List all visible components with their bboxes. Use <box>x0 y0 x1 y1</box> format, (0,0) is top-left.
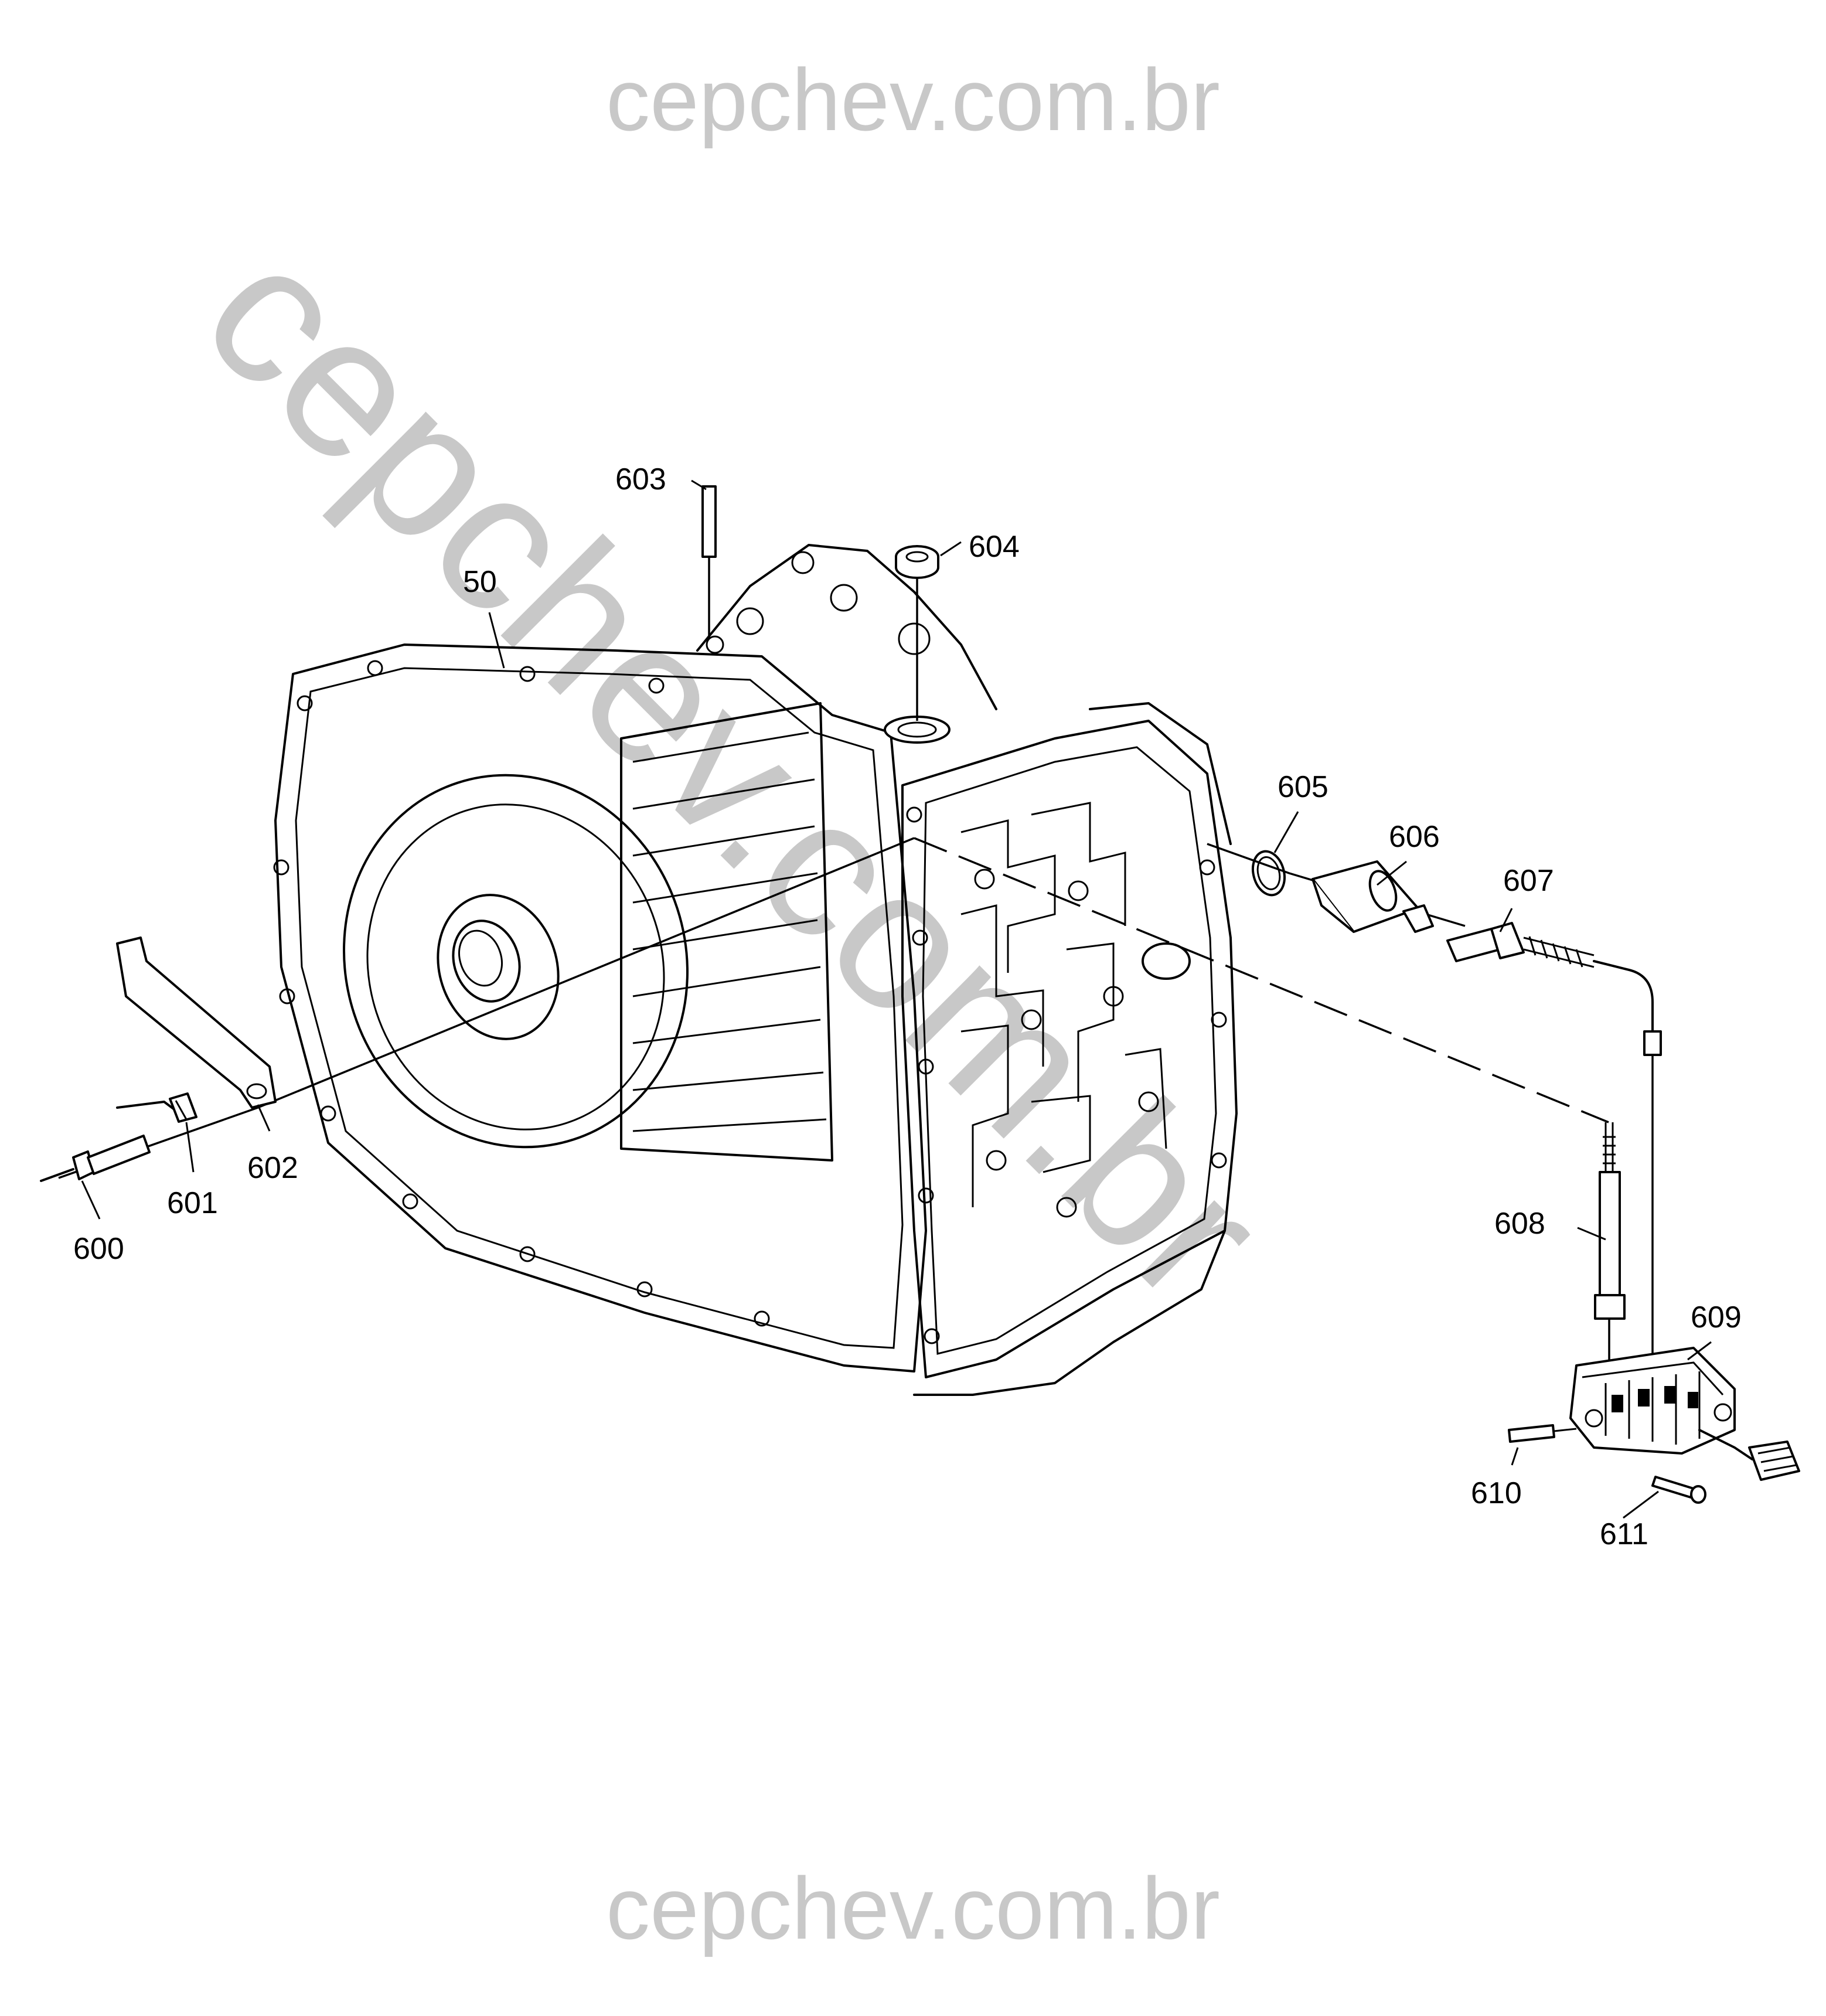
callout-603: 603 <box>615 462 666 496</box>
leader-lines <box>81 479 1712 1519</box>
part-610-pin <box>1508 1424 1577 1443</box>
callout-labels: 50 600 601 602 603 604 605 606 607 608 6… <box>73 462 1742 1551</box>
transmission-case <box>273 544 1238 1396</box>
part-609-control-module <box>1569 1347 1800 1481</box>
part-602-lever <box>116 937 277 1109</box>
callout-607: 607 <box>1503 864 1554 898</box>
callout-606: 606 <box>1389 820 1440 854</box>
watermark-diagonal: cepchev.com.br <box>162 201 1304 1343</box>
case-ribs <box>620 702 833 1162</box>
part-605-o-ring <box>1252 850 1286 897</box>
watermark-bottom: cepchev.com.br <box>606 1859 1220 1957</box>
part-601-spring-nut <box>116 1092 197 1123</box>
callout-601: 601 <box>167 1186 218 1220</box>
callout-610: 610 <box>1471 1476 1522 1510</box>
part-607-cable <box>1446 922 1662 1056</box>
callout-602: 602 <box>247 1151 298 1185</box>
callout-604: 604 <box>969 530 1020 564</box>
part-611-bolt <box>1651 1476 1706 1504</box>
watermark-top: cepchev.com.br <box>606 50 1220 149</box>
callout-50: 50 <box>463 565 497 599</box>
callout-608: 608 <box>1494 1207 1545 1241</box>
callout-600: 600 <box>73 1232 124 1266</box>
part-606-sleeve <box>1311 860 1434 933</box>
part-608-shaft <box>1594 1122 1626 1365</box>
axis-case-to-608 <box>914 837 1609 1123</box>
callout-611: 611 <box>1600 1517 1648 1551</box>
callout-605: 605 <box>1277 770 1328 804</box>
part-600-pin <box>40 1135 151 1182</box>
valve-body-channels <box>960 802 1167 1218</box>
flange-bolt-holes <box>273 660 770 1327</box>
part-603-pin <box>701 485 717 558</box>
callout-609: 609 <box>1691 1300 1742 1334</box>
part-604-seal <box>895 545 939 579</box>
